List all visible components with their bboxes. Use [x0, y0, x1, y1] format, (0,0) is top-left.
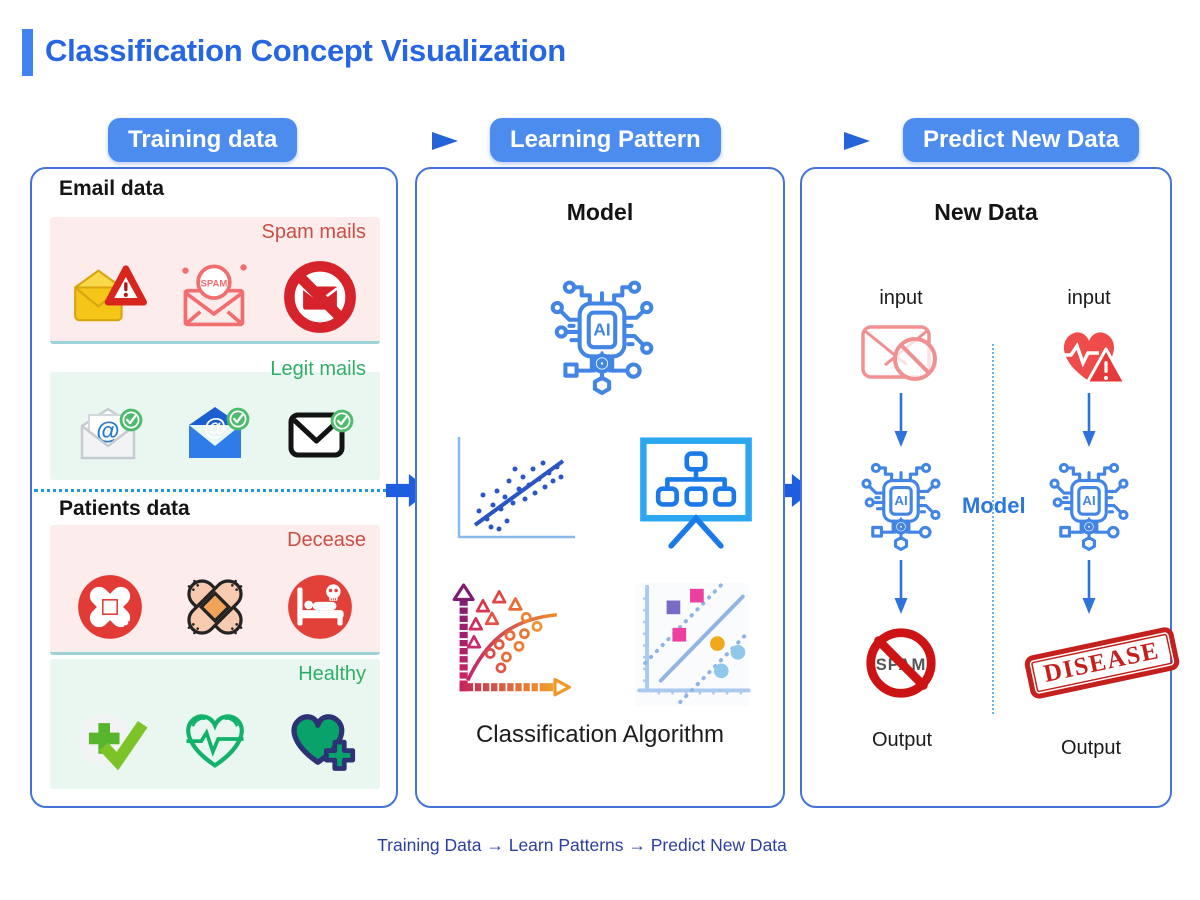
gradient-classification-chart-icon	[452, 583, 571, 697]
heart-plus-icon	[291, 714, 355, 771]
down-arrow-icon	[894, 559, 908, 616]
verified-closed-envelope-icon	[288, 408, 355, 458]
scatter-regression-icon	[457, 437, 575, 539]
footer-caption: Training Data → Learn Patterns → Predict…	[377, 835, 787, 855]
crossed-bandage-icon	[187, 579, 243, 635]
legit-mails-group: Legit mails @ @	[50, 358, 380, 480]
svg-text:SPAM: SPAM	[201, 278, 228, 289]
ai-chip-icon	[541, 273, 663, 395]
patients-data-heading: Patients data	[59, 497, 190, 520]
blocked-mail-icon	[283, 261, 356, 333]
disease-stamp: DISEASE	[1023, 625, 1181, 701]
bandage-red-circle-icon	[77, 575, 142, 639]
svg-text:@: @	[204, 414, 226, 440]
hospital-bed-icon	[288, 575, 353, 639]
classification-algorithm-caption: Classification Algorithm	[475, 721, 725, 748]
pill-learning-pattern: Learning Pattern	[490, 118, 721, 162]
legit-mails-label: Legit mails	[270, 358, 366, 380]
section-divider	[34, 489, 394, 492]
heart-alert-input-icon	[1061, 332, 1127, 385]
ai-chip-icon	[1049, 462, 1129, 551]
predict-panel: New Data input input Model SPAM DISEASE …	[800, 167, 1181, 808]
spam-stamp-envelope-icon: SPAM	[182, 264, 247, 327]
learning-panel: Model	[415, 167, 785, 808]
input-label-left: input	[879, 287, 923, 309]
healthy-group: Healthy	[50, 659, 380, 789]
down-arrow-icon	[1082, 559, 1096, 616]
verified-open-envelope-icon: @	[81, 407, 144, 460]
warning-envelope-icon	[74, 265, 148, 322]
svg-text:@: @	[97, 418, 120, 445]
down-arrow-icon	[1082, 393, 1096, 449]
spam-mails-label: Spam mails	[261, 221, 366, 243]
ai-chip-icon	[861, 462, 941, 551]
page-title: Classification Concept Visualization	[45, 33, 566, 68]
verified-blue-envelope-icon: @	[188, 406, 251, 458]
input-label-right: input	[1067, 287, 1111, 309]
new-data-heading: New Data	[934, 199, 1038, 225]
medical-cross-check-icon	[78, 713, 148, 771]
column-divider	[992, 344, 994, 714]
flow-arrow-icon	[326, 132, 458, 150]
spam-block-output-icon: SPAM	[866, 628, 936, 698]
output-label-right: Output	[1060, 737, 1122, 759]
decision-tree-board-icon	[640, 437, 752, 549]
training-panel: Email data Spam mails	[30, 167, 398, 808]
flow-arrow-icon	[738, 132, 870, 150]
decease-group: Decease	[50, 525, 380, 655]
spam-mails-group: Spam mails SPAM	[50, 217, 380, 344]
pill-training-data: Training data	[108, 118, 298, 162]
blocked-envelope-input-icon	[861, 325, 937, 381]
healthy-label: Healthy	[298, 663, 366, 685]
pill-predict-new-data: Predict New Data	[903, 118, 1140, 162]
model-heading: Model	[566, 199, 634, 225]
email-data-heading: Email data	[59, 177, 165, 200]
down-arrow-icon	[894, 393, 908, 449]
output-label-left: Output	[871, 729, 933, 751]
svm-margin-plot-icon	[635, 582, 751, 707]
heart-pulse-icon	[186, 714, 244, 768]
decease-label: Decease	[287, 529, 366, 551]
title-accent-bar	[22, 29, 33, 76]
